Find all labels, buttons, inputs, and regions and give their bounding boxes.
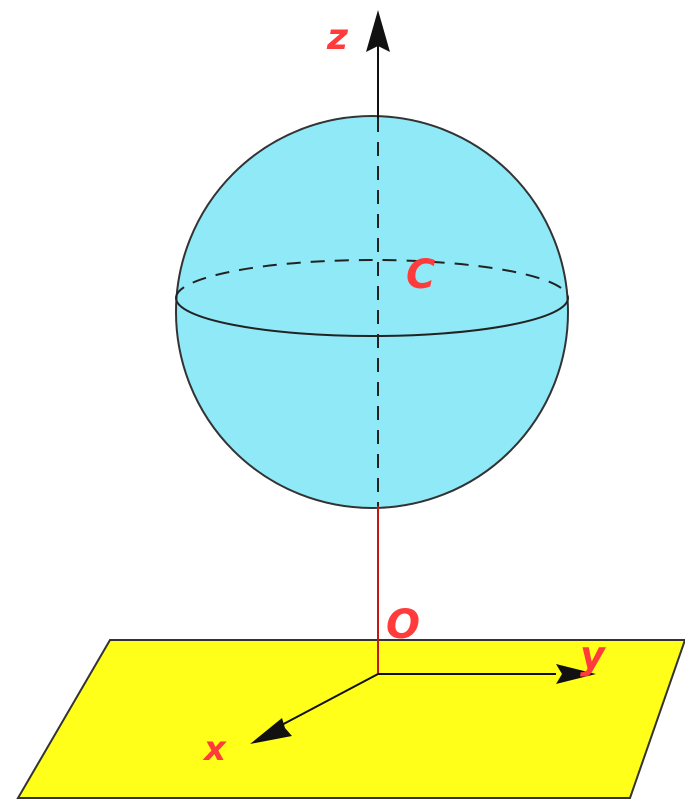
x-label: x	[202, 729, 227, 769]
z-label: z	[326, 17, 349, 58]
arrowhead-right-icon	[556, 664, 596, 684]
center-label: C	[406, 252, 435, 298]
x-axis	[275, 673, 379, 729]
arrowhead-up-icon	[366, 10, 390, 52]
equator-back	[175, 259, 569, 299]
plane	[16, 639, 685, 799]
y-label: y	[580, 633, 607, 677]
equator-front	[175, 297, 569, 337]
sphere	[175, 115, 569, 509]
arrowhead-down-left-icon	[250, 718, 292, 744]
origin-label: O	[386, 602, 420, 648]
